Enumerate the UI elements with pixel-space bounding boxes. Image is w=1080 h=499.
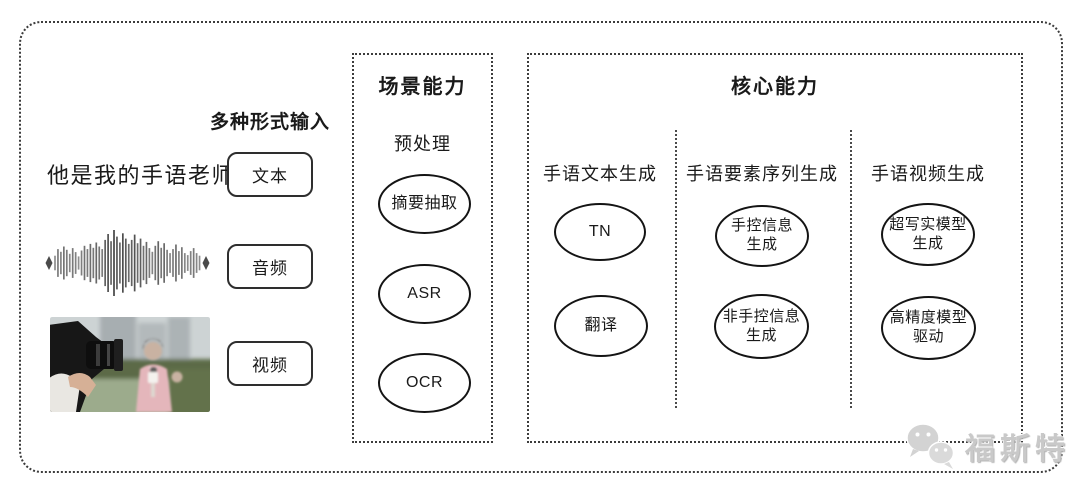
column-divider-1 [675, 130, 677, 408]
node-summary-extraction: 摘要抽取 [378, 174, 471, 234]
core-capability-title: 核心能力 [731, 76, 819, 98]
sample-sentence-text: 他是我的手语老师 [47, 163, 236, 188]
audio-waveform-icon [45, 230, 210, 296]
input-box-text: 文本 [227, 152, 313, 197]
input-box-video: 视频 [227, 341, 313, 386]
column-header-sign-text: 手语文本生成 [543, 164, 657, 184]
column-header-sign-sequence: 手语要素序列生成 [686, 164, 838, 184]
scene-capability-box: 场景能力 预处理 摘要抽取 ASR OCR [352, 53, 493, 443]
node-hyperrealistic-model-generation: 超写实模型 生成 [881, 203, 975, 266]
input-box-text-label: 文本 [252, 167, 288, 186]
scene-capability-title: 场景能力 [378, 76, 467, 98]
input-box-video-label: 视频 [252, 356, 288, 375]
node-tn: TN [554, 203, 646, 261]
input-box-audio: 音频 [227, 244, 313, 289]
node-non-manual-info-generation: 非手控信息 生成 [714, 294, 809, 359]
input-box-audio-label: 音频 [252, 259, 288, 278]
node-ocr: OCR [378, 353, 471, 413]
node-asr: ASR [378, 264, 471, 324]
outer-frame [19, 21, 1063, 473]
preprocess-label: 预处理 [394, 134, 451, 154]
column-header-sign-video: 手语视频生成 [871, 164, 985, 184]
node-manual-info-generation: 手控信息 生成 [715, 205, 809, 267]
video-still-image [50, 317, 210, 412]
node-high-precision-model-driving: 高精度模型 驱动 [881, 296, 976, 360]
node-translation: 翻译 [554, 295, 648, 357]
core-capability-box: 核心能力 手语文本生成 手语要素序列生成 手语视频生成 TN 翻译 手控信息 生… [527, 53, 1023, 443]
column-divider-2 [850, 130, 852, 408]
input-section-title: 多种形式输入 [209, 112, 331, 133]
